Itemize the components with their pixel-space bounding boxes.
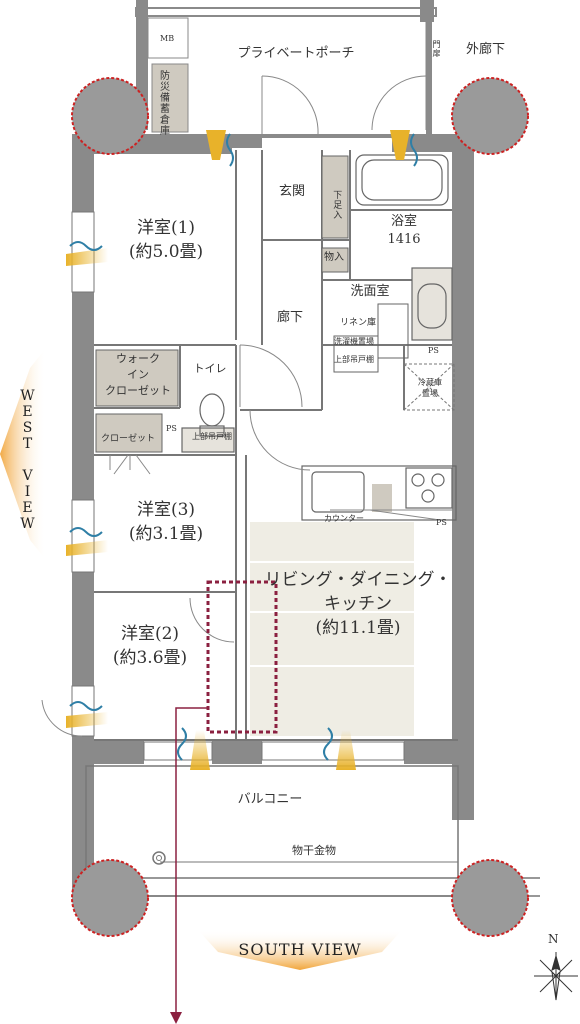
- drying-hardware-label: 物干金物: [292, 844, 336, 857]
- mb-label: MB: [160, 34, 175, 43]
- ps-label-1: PS: [428, 346, 439, 355]
- closet-label: クローゼット: [100, 434, 156, 444]
- corridor-label: 廊下: [276, 310, 304, 325]
- western2-name-label: 洋室(2): [120, 624, 180, 644]
- structural-columns: [71, 77, 529, 937]
- western3-name-label: 洋室(3): [136, 500, 196, 520]
- walkin-line2: イン: [127, 368, 149, 381]
- washbasin: [411, 267, 453, 341]
- western2-size-label: (約3.6畳): [112, 648, 188, 668]
- western1-size-label: (約5.0畳): [128, 242, 204, 262]
- balcony-label: バルコニー: [237, 792, 303, 807]
- toilet-label: トイレ: [193, 362, 227, 375]
- walkin-line1: ウォーク: [116, 352, 160, 365]
- toilet-fixture: [181, 393, 235, 453]
- ps-label-3: PS: [436, 518, 447, 527]
- vents: [66, 130, 418, 770]
- entrance-label: 玄関: [278, 184, 306, 199]
- washroom-label: 洗面室: [350, 284, 390, 299]
- ldk-line2: キッチン: [324, 594, 392, 614]
- washer-shelf-box: [333, 303, 409, 373]
- fridge-box: [403, 363, 455, 411]
- western1-name-label: 洋室(1): [136, 218, 196, 238]
- private-porch-label: プライベートポーチ: [237, 46, 355, 61]
- west-view-label: WEST VIEW: [19, 388, 36, 532]
- ldk-line3: (約11.1畳): [315, 618, 401, 638]
- south-windows: [143, 741, 405, 761]
- washer-shelf-label: 洗濯機置場: [334, 337, 374, 346]
- south-view-label: SOUTH VIEW: [238, 940, 362, 959]
- compass-north-label: N: [548, 932, 559, 946]
- fridge-line1: 冷蔵庫: [418, 378, 442, 387]
- compass-icon: [534, 952, 578, 1001]
- section-marker: [170, 580, 278, 1024]
- bathroom-label: 浴室: [390, 214, 418, 229]
- toilet-shelf-label: 上部吊戸棚: [192, 432, 232, 441]
- south-view-band: [198, 930, 402, 970]
- shoe-closet-label: 下足入: [331, 190, 342, 220]
- fridge-line2: 置場: [422, 389, 438, 398]
- linen-label: リネン庫: [340, 318, 377, 328]
- walkin-line3: クローゼット: [105, 384, 171, 397]
- mb-storage: [147, 17, 189, 133]
- counter-label: カウンター: [324, 514, 364, 523]
- bathtub: [355, 154, 449, 206]
- outer-corridor-label: 外廊下: [466, 42, 506, 57]
- ldk-line1: リビング・ダイニング・: [264, 570, 452, 590]
- storage-disaster-label: 防災備蓄倉庫: [157, 70, 169, 136]
- gate-door-label: 門扉: [432, 40, 441, 58]
- upper-shelf-label: 上部吊戸棚: [334, 355, 374, 364]
- western3-size-label: (約3.1畳): [128, 524, 204, 544]
- bathroom-size-label: 1416: [387, 232, 421, 247]
- west-view-band: [0, 348, 46, 560]
- doors: [41, 22, 452, 737]
- kitchen-counter: [301, 465, 457, 521]
- closets: [95, 349, 179, 453]
- storage-item-label: 物入: [324, 252, 344, 263]
- entrance-storage: [321, 155, 349, 273]
- ps-label-2: PS: [166, 424, 177, 433]
